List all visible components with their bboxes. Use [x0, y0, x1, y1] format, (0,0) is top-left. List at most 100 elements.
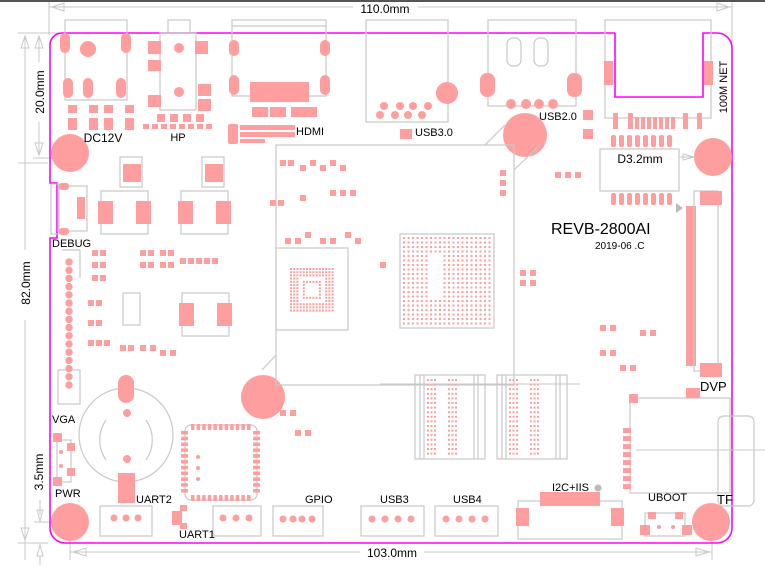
ddr-ball — [451, 429, 454, 432]
bga-ball — [448, 304, 450, 307]
smd-pad — [330, 160, 336, 166]
ddr-ball — [537, 420, 539, 423]
bga-ball — [421, 282, 423, 284]
ddr-ball — [533, 388, 536, 391]
bga-ball — [318, 287, 321, 290]
bga-ball — [309, 271, 312, 274]
vga-pin — [65, 381, 73, 389]
ddr-ball — [516, 415, 518, 418]
bga-ball — [416, 318, 419, 320]
ddr-ball — [537, 425, 539, 427]
uboot-button: UBOOT — [640, 492, 692, 537]
ddr-ball — [455, 415, 457, 418]
ddr-ball — [451, 406, 454, 409]
bga-ball — [315, 296, 318, 299]
bga-ball — [412, 264, 414, 266]
ddr-ball — [434, 402, 436, 404]
ddr-ball — [430, 397, 433, 400]
qfn-pad — [230, 495, 234, 501]
ddr-ball — [537, 415, 539, 418]
bga-ball — [479, 282, 482, 284]
bga-ball — [439, 322, 441, 325]
ddr-ball — [533, 425, 536, 427]
qfn-pad — [196, 424, 201, 430]
bga-ball — [470, 313, 473, 316]
bga-ball — [331, 274, 334, 277]
bga-ball — [331, 290, 334, 293]
bga-ball — [290, 309, 292, 312]
bga-ball — [488, 277, 491, 280]
ddr-ball — [537, 383, 539, 386]
ddr-ball — [516, 406, 518, 409]
bga-ball — [475, 286, 477, 289]
ddr-ball — [530, 452, 532, 455]
qfn-pad — [181, 442, 188, 447]
secondary-bga-chip — [275, 247, 349, 331]
bga-ball — [302, 309, 305, 312]
bga-ball — [475, 318, 477, 320]
bga-ball — [302, 287, 305, 290]
bga-ball — [421, 241, 423, 244]
smd-pad — [160, 250, 166, 256]
bga-ball — [484, 291, 486, 293]
bga-ball — [470, 318, 473, 320]
bga-ball — [466, 277, 468, 280]
bga-ball — [421, 268, 423, 271]
bga-ball — [452, 241, 455, 244]
bga-ball — [421, 259, 423, 262]
bga-ball — [293, 293, 296, 296]
ddr-ball — [509, 425, 511, 427]
ddr-ball — [451, 448, 454, 450]
bga-ball — [328, 293, 331, 296]
bga-ball — [488, 246, 491, 248]
bga-ball — [461, 277, 464, 280]
ddr-ball — [448, 406, 450, 409]
bga-ball — [407, 250, 410, 253]
ddr-ball — [509, 452, 511, 455]
bga-ball — [318, 268, 321, 270]
bga-ball — [488, 282, 491, 284]
bga-ball — [412, 273, 414, 275]
bga-ball — [322, 271, 324, 274]
bga-ball — [318, 284, 321, 286]
dimension-width-total: 110.0mm — [48, 2, 733, 50]
gpio-header: GPIO — [272, 494, 333, 537]
ddr-ball — [455, 383, 457, 386]
bga-ball — [434, 237, 437, 239]
bga-ball — [322, 303, 324, 306]
vga-pin — [65, 340, 73, 348]
bga-ball — [290, 271, 292, 274]
ddr-ball — [512, 443, 515, 446]
bga-ball — [296, 274, 299, 277]
ddr-ball — [537, 402, 539, 404]
bga-ball — [470, 309, 473, 311]
bga-ball — [461, 255, 464, 257]
smd-pad — [88, 300, 94, 306]
bga-ball — [296, 290, 299, 293]
bga-ball — [331, 268, 334, 270]
bga-ball — [475, 268, 477, 271]
bga-ball — [403, 318, 405, 320]
bga-ball — [290, 287, 292, 290]
bga-ball — [416, 250, 419, 253]
ddr-ball — [427, 402, 429, 404]
bga-ball — [416, 291, 419, 293]
bga-ball — [452, 255, 455, 257]
ddr-ball — [451, 402, 454, 404]
ddr-ball — [512, 452, 515, 455]
ddr-ball — [455, 434, 457, 437]
bga-ball — [434, 313, 437, 316]
bga-ball — [412, 295, 414, 298]
bga-ball — [322, 306, 324, 309]
bga-ball — [416, 286, 419, 289]
ddr-ball — [455, 425, 457, 427]
ddr-ball — [455, 448, 457, 450]
ddr-ball — [512, 392, 515, 395]
smd-pad — [100, 262, 106, 268]
ddr-ball — [455, 402, 457, 404]
bga-ball — [470, 241, 473, 244]
bga-ball — [315, 274, 318, 277]
bga-ball — [407, 291, 410, 293]
ddr-ball — [434, 448, 436, 450]
